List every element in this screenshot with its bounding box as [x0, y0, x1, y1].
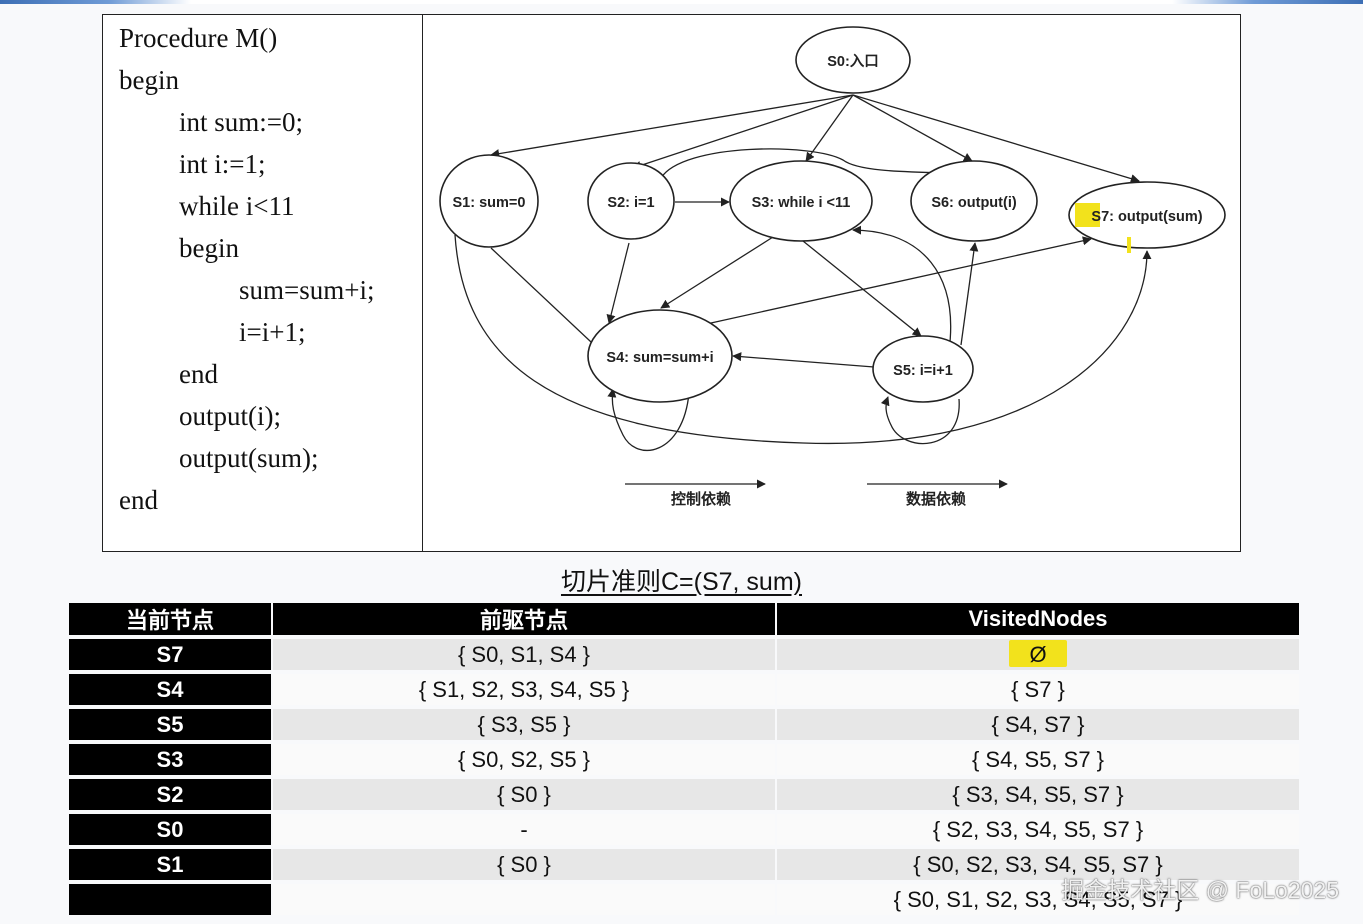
node-s2-shape [587, 162, 675, 240]
code-line: begin [119, 65, 179, 95]
program-dependence-figure: Procedure M() begin int sum:=0; int i:=1… [102, 14, 1241, 552]
edge-s5-self [880, 396, 960, 445]
table-row: S5 { S3, S5 } { S4, S7 } [69, 709, 1299, 740]
edge-s0-s3 [805, 94, 854, 162]
cell-node: S1 [69, 849, 271, 880]
cell-visited: { S7 } [777, 674, 1299, 705]
empty-set-highlight: Ø [1009, 639, 1067, 667]
cell-predecessors [273, 884, 775, 915]
cell-predecessors: { S0 } [273, 849, 775, 880]
cell-predecessors: { S1, S2, S3, S4, S5 } [273, 674, 775, 705]
node-s6-shape [910, 160, 1038, 242]
table-row: S3 { S0, S2, S5 } { S4, S5, S7 } [69, 744, 1299, 775]
s7-highlight [1075, 203, 1100, 227]
edge-s5-s4 [732, 352, 875, 368]
node-s7-label: S7: output(sum) [1091, 209, 1202, 225]
edge-s3-s5 [802, 240, 922, 337]
edge-s0-s6 [852, 94, 973, 162]
cell-node: S4 [69, 674, 271, 705]
edge-s1-s4 [490, 247, 608, 358]
code-listing: Procedure M() begin int sum:=0; int i:=1… [103, 15, 423, 551]
node-s3-shape [729, 160, 873, 242]
edge-s0-s1 [490, 94, 854, 159]
node-s6-label: S6: output(i) [931, 195, 1017, 211]
edge-s3-s4 [660, 236, 774, 309]
graph-edges [454, 94, 1152, 489]
cell-node [69, 884, 271, 915]
legend-control-label: 控制依赖 [671, 490, 731, 508]
cell-predecessors: - [273, 814, 775, 845]
node-s4-shape [587, 309, 733, 403]
cell-visited: { S3, S4, S5, S7 } [777, 779, 1299, 810]
code-line: while i<11 [179, 191, 295, 221]
edge-s2-s4 [606, 242, 630, 324]
node-s1-label: S1: sum=0 [453, 195, 526, 211]
table-row: S2 { S0 } { S3, S4, S5, S7 } [69, 779, 1299, 810]
node-s5-label: S5: i=i+1 [893, 363, 953, 379]
code-line: int sum:=0; [179, 107, 303, 137]
table-row: S0 - { S2, S3, S4, S5, S7 } [69, 814, 1299, 845]
table-row: S7 { S0, S1, S4 } Ø [69, 639, 1299, 670]
edge-s0-s2 [632, 94, 854, 170]
edge-s5-s6 [960, 242, 979, 346]
table-row: S1 { S0 } { S0, S2, S3, S4, S5, S7 } [69, 849, 1299, 880]
node-s4-label: S4: sum=sum+i [606, 350, 713, 366]
dependence-graph: S0:入口 S1: sum=0 S2: i=1 S3: while i <11 … [423, 15, 1240, 551]
cell-visited: { S0, S2, S3, S4, S5, S7 } [777, 849, 1299, 880]
code-line: int i:=1; [179, 149, 266, 179]
code-line: sum=sum+i; [239, 275, 375, 305]
code-line: i=i+1; [239, 317, 306, 347]
edge-s0-s7 [852, 94, 1140, 183]
node-s1-shape [439, 154, 539, 248]
edge-s1-s7 [454, 234, 1152, 445]
cell-visited: Ø [777, 639, 1299, 670]
cell-predecessors: { S0 } [273, 779, 775, 810]
cell-node: S5 [69, 709, 271, 740]
cell-predecessors: { S3, S5 } [273, 709, 775, 740]
header-predecessors: 前驱节点 [273, 603, 775, 635]
cell-predecessors: { S0, S1, S4 } [273, 639, 775, 670]
code-line: output(sum); [179, 443, 319, 473]
code-line: output(i); [179, 401, 281, 431]
node-s3-label: S3: while i <11 [752, 195, 851, 211]
slice-criterion-caption: 切片准则C=(S7, sum) [560, 568, 802, 596]
s7-highlight-mark [1127, 237, 1131, 253]
edge-s4-s7 [710, 236, 1092, 324]
node-s7-shape [1068, 181, 1226, 249]
cell-node: S3 [69, 744, 271, 775]
legend-data-label: 数据依赖 [906, 490, 966, 508]
cell-visited: { S4, S7 } [777, 709, 1299, 740]
table-row: { S0, S1, S2, S3, S4, S5, S7 } [69, 884, 1299, 915]
node-s0-shape [795, 26, 911, 94]
code-line: end [179, 359, 218, 389]
header-visited-nodes: VisitedNodes [777, 603, 1299, 635]
slice-traversal-table: 当前节点 前驱节点 VisitedNodes S7 { S0, S1, S4 }… [67, 599, 1301, 919]
cell-visited: { S4, S5, S7 } [777, 744, 1299, 775]
table-header-row: 当前节点 前驱节点 VisitedNodes [69, 603, 1299, 635]
dependence-graph-svg: S0:入口 S1: sum=0 S2: i=1 S3: while i <11 … [439, 26, 1226, 508]
edge-s4-self [607, 388, 690, 451]
node-s0-label: S0:入口 [827, 53, 879, 70]
cell-visited: { S2, S3, S4, S5, S7 } [777, 814, 1299, 845]
node-s5-shape [872, 335, 974, 403]
graph-nodes [439, 26, 1226, 403]
cell-node: S2 [69, 779, 271, 810]
code-line: Procedure M() [119, 23, 278, 53]
node-s2-label: S2: i=1 [607, 195, 654, 211]
code-line: end [119, 485, 158, 515]
cell-node: S0 [69, 814, 271, 845]
cell-visited: { S0, S1, S2, S3, S4, S5, S7 } [777, 884, 1299, 915]
watermark: 掘金技术社区 @ FoLo2025 [1061, 877, 1339, 903]
table-row: S4 { S1, S2, S3, S4, S5 } { S7 } [69, 674, 1299, 705]
cell-predecessors: { S0, S2, S5 } [273, 744, 775, 775]
header-current-node: 当前节点 [69, 603, 271, 635]
top-accent-bar [0, 0, 1363, 4]
code-line: begin [179, 233, 239, 263]
edge-s5-s3 [852, 225, 952, 352]
cell-node: S7 [69, 639, 271, 670]
